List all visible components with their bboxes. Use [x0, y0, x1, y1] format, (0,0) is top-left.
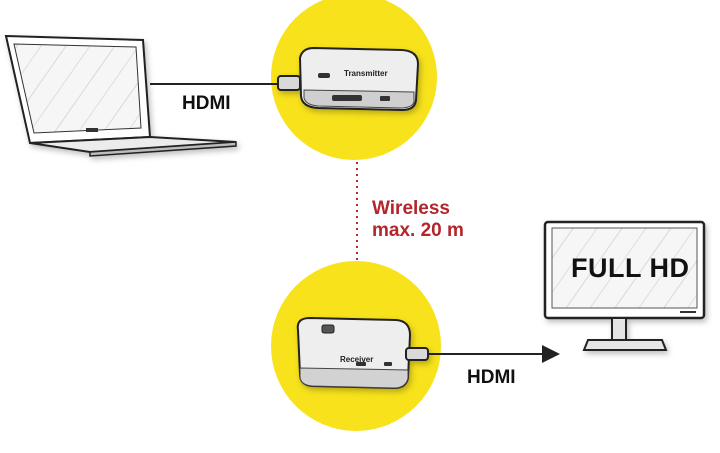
wireless-label-line1: Wireless [372, 198, 450, 219]
transmitter-dongle-icon: Transmitter [277, 46, 420, 112]
monitor-icon [543, 220, 706, 351]
receiver-text: Receiver [340, 355, 373, 364]
hdmi-label-bottom: HDMI [467, 367, 516, 388]
laptop-icon [4, 34, 237, 157]
wireless-range-label: Wireless max. 20 m [372, 198, 464, 242]
wireless-label-line2: max. 20 m [372, 220, 464, 241]
transmitter-text: Transmitter [344, 69, 388, 78]
monitor-fullhd-label: FULL HD [571, 253, 690, 283]
arrow-icon [542, 345, 560, 363]
hdmi-label-top: HDMI [182, 93, 231, 114]
receiver-dongle-icon: Receiver [296, 316, 429, 390]
